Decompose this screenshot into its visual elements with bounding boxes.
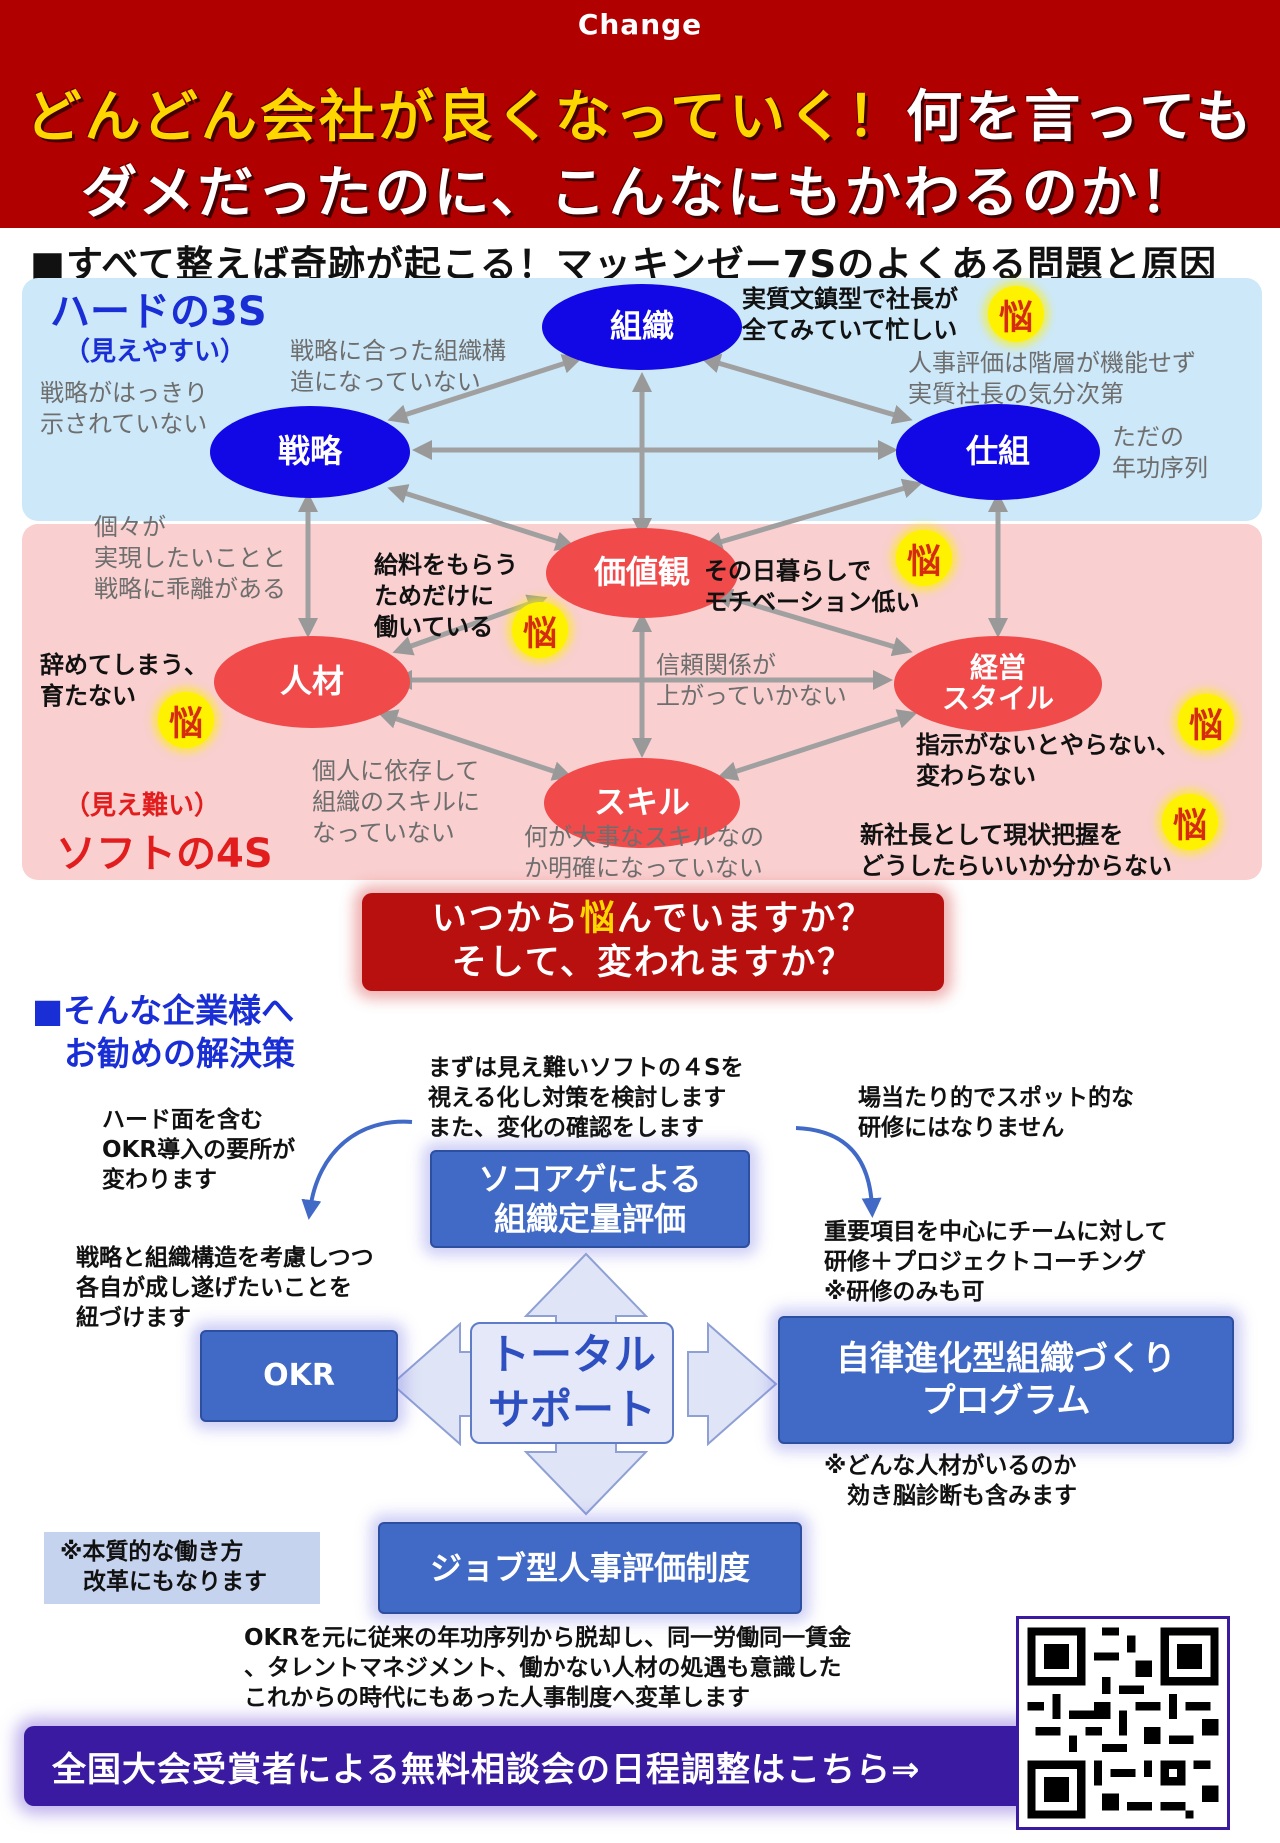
autonomous-program-box: 自律進化型組織づくりプログラム [778, 1316, 1234, 1444]
note-skill-unclear: 何が大事なスキルなのか明確になっていない [524, 823, 764, 883]
section-solution-title: ■そんな企業様へ お勧めの解決策 [32, 991, 295, 1073]
node-kachikan: 価値観 [546, 528, 738, 618]
question-line-1: いつから悩んでいますか？ [431, 899, 875, 940]
okr-box: OKR [200, 1330, 398, 1422]
headline-part-b: 何を言っても [906, 85, 1255, 150]
note-trust: 信頼関係が上がっていかない [656, 651, 847, 711]
job-hr-description: OKRを元に従来の年功序列から脱却し、同一労働同一賃金、タレントマネジメント、働… [244, 1625, 852, 1711]
question-box: いつから悩んでいますか？ そして、変われますか？ [362, 893, 944, 991]
workstyle-reform-note: ※本質的な働き方 改革にもなります [44, 1532, 320, 1604]
consultation-cta-button[interactable]: 全国大会受賞者による無料相談会の日程調整はこちら⇒ [24, 1726, 1030, 1806]
node-shikumi: 仕組 [896, 404, 1100, 500]
note-salary-only: 給料をもらうためだけに働いている [374, 551, 518, 642]
hard-3s-subtitle: （見えやすい） [64, 337, 247, 367]
node-jinzai: 人材 [214, 636, 410, 728]
question-line-2: そして、変われますか？ [451, 943, 855, 983]
node-keiei-style: 経営 スタイル [894, 636, 1102, 732]
soft-4s-title: ソフトの4S [56, 831, 273, 877]
spot-training-note: 場当たり的でスポット的な研修にはなりません [858, 1085, 1134, 1141]
brain-diagnosis-note: ※どんな人材がいるのか 効き脳診断も含みます [824, 1453, 1077, 1509]
7s-connection-arrows [298, 353, 1008, 781]
hard-3s-title: ハードの3S [50, 289, 267, 335]
nayami-icon-5: 悩 [1178, 694, 1234, 750]
total-support-box: トータルサポート [470, 1322, 674, 1444]
nayami-icon-3: 悩 [896, 530, 952, 586]
nayami-icon-6: 悩 [1162, 794, 1218, 850]
sokoage-evaluation-box: ソコアゲによる組織定量評価 [430, 1150, 750, 1248]
change-tag: Change [577, 8, 703, 41]
solution-intro-text: まずは見え難いソフトの４Sを視える化し対策を検討しますまた、変化の確認をします [428, 1055, 744, 1141]
note-depends-person: 個人に依存して組織のスキルになっていない [312, 757, 480, 848]
node-keiei-line2: スタイル [941, 682, 1054, 715]
curved-arrows [301, 1119, 882, 1220]
node-senryaku: 戦略 [210, 406, 410, 498]
job-based-hr-box: ジョブ型人事評価制度 [378, 1522, 802, 1614]
note-strategy-unclear: 戦略がはっきり示されていない [40, 379, 208, 439]
header-banner [0, 0, 1280, 228]
node-keiei-line1: 経営 [969, 651, 1026, 685]
nayami-icon-2: 悩 [512, 602, 568, 658]
headline-line-1: どんどん会社が良くなっていく！何を言っても [0, 72, 1280, 153]
okr-description: 戦略と組織構造を考慮しつつ各自が成し遂げたいことを紐づけます [76, 1245, 374, 1331]
note-structure-mismatch: 戦略に合った組織構造になっていない [290, 337, 506, 397]
note-seniority: ただの年功序列 [1112, 423, 1208, 483]
headline-part-a: どんどん会社が良くなっていく！ [25, 85, 907, 150]
total-support-arrows [390, 1252, 778, 1516]
note-president-busy: 実質文鎮型で社長が全てみていて忙しい [742, 285, 958, 345]
priority-training-note: 重要項目を中心にチームに対して研修＋プロジェクトコーチング※研修のみも可 [824, 1219, 1168, 1305]
note-hr-evaluation: 人事評価は階層が機能せず実質社長の気分次第 [908, 349, 1196, 409]
nayami-icon-1: 悩 [988, 286, 1044, 342]
note-no-instruction: 指示がないとやらない、変わらない [916, 731, 1180, 791]
headline-line-2: ダメだったのに、こんなにもかわるのか！ [81, 161, 1199, 226]
note-quit: 辞めてしまう、育たない [40, 651, 208, 711]
nayami-icon-4: 悩 [158, 692, 214, 748]
soft-4s-subtitle: （見え難い） [64, 791, 221, 821]
node-soshiki: 組織 [542, 284, 742, 370]
note-new-president: 新社長として現状把握をどうしたらいいか分からない [860, 821, 1172, 881]
note-individual-gap: 個々が実現したいことと戦略に乖離がある [94, 513, 286, 604]
node-skill: スキル [544, 758, 740, 848]
note-low-motivation: その日暮らしでモチベーション低い [704, 557, 920, 617]
qr-code-icon[interactable] [1016, 1616, 1230, 1830]
